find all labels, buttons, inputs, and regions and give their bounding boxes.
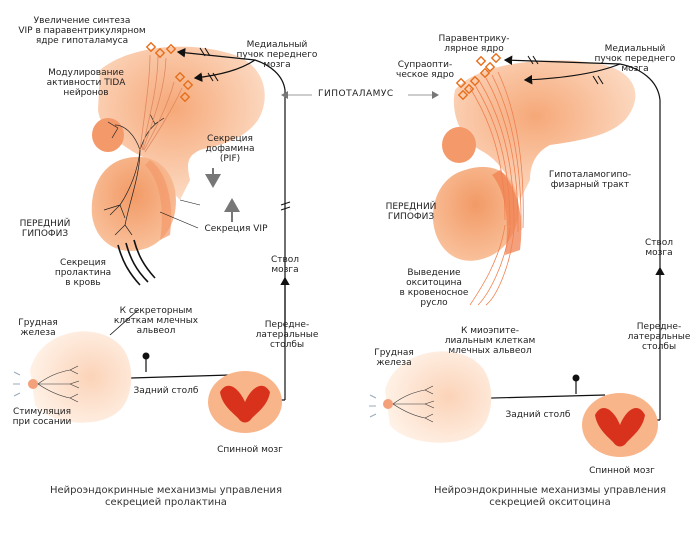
left-anterior-pituitary — [91, 156, 176, 251]
left-nucleus-markers — [145, 41, 194, 103]
right-hypothalamo-pituitary-tract — [469, 71, 524, 306]
left-mammillary-body — [92, 118, 124, 152]
label-vip-secretion: Секреция VIP — [204, 224, 268, 234]
right-nucleus-markers — [455, 52, 502, 101]
right-mammillary-body — [442, 127, 476, 163]
label-spinal-cord-left: Спинной мозг — [217, 445, 283, 455]
left-break-marks — [199, 47, 291, 211]
label-mammary-right: Грудная железа — [374, 348, 414, 368]
left-secretory-pointer — [109, 309, 139, 336]
label-myoepithelial: К миоэпите- лиальным клеткам млечных аль… — [444, 326, 536, 356]
left-hypothalamus — [98, 46, 265, 200]
label-medial-bundle-left: Медиальный пучок переднего мозга — [236, 40, 318, 70]
right-spinal-cord — [582, 393, 658, 457]
right-ganglion — [572, 374, 580, 382]
label-spinal-cord-right: Спинной мозг — [589, 466, 655, 476]
label-posterior-column-left: Задний столб — [133, 386, 199, 396]
label-anterolateral-right: Передне- латеральные столбы — [627, 322, 691, 352]
label-tida-modulation: Модулирование активности TIDA нейронов — [46, 68, 126, 98]
label-supraoptic: Супраопти- ческое ядро — [396, 60, 454, 80]
label-anterolateral-left: Передне- латеральные столбы — [255, 320, 319, 350]
left-dopamine-pointer — [179, 199, 201, 206]
label-medial-bundle-right: Медиальный пучок переднего мозга — [594, 44, 676, 74]
label-paraventricular: Паравентрику- лярное ядро — [438, 34, 510, 54]
label-anterior-pituitary-right: ПЕРЕДНИЙ ГИПОФИЗ — [385, 202, 437, 222]
label-hypothalamus: ГИПОТАЛАМУС — [318, 89, 394, 99]
left-vip-pointer — [159, 211, 199, 229]
caption-oxytocin: Нейроэндокринные механизмы управления се… — [433, 485, 667, 508]
left-breast — [13, 331, 132, 423]
right-hypothalamus — [453, 60, 636, 201]
left-vip-fibers — [139, 54, 183, 153]
label-vip-synthesis: Увеличение синтеза VIP в паравентрикуляр… — [18, 16, 146, 46]
right-anterior-pituitary — [432, 166, 522, 261]
caption-prolactin: Нейроэндокринные механизмы управления се… — [49, 485, 283, 508]
label-to-secretory-cells: К секреторным клеткам млечных альвеол — [113, 306, 199, 336]
label-brainstem-left: Ствол мозга — [270, 255, 300, 275]
left-ganglion — [142, 352, 150, 360]
label-oxytocin-release: Выведение окситоцина в кровеносное русло — [399, 268, 469, 308]
label-mammary-left: Грудная железа — [18, 318, 58, 338]
left-prolactin-vessels — [117, 239, 156, 286]
label-tract: Гипоталамогипо- физарный тракт — [548, 170, 632, 190]
label-suckling: Стимуляция при сосании — [12, 407, 72, 427]
label-dopamine: Секреция дофамина (PIF) — [205, 134, 255, 164]
right-breast — [369, 351, 492, 443]
label-posterior-column-right: Задний столб — [505, 410, 571, 420]
label-prolactin-blood: Секреция пролактина в кровь — [54, 258, 112, 288]
label-brainstem-right: Ствол мозга — [644, 238, 674, 258]
left-tida-neurons — [103, 113, 165, 236]
right-break-marks — [527, 55, 604, 85]
label-anterior-pituitary-left: ПЕРЕДНИЙ ГИПОФИЗ — [19, 219, 71, 239]
left-spinal-cord — [208, 371, 282, 433]
